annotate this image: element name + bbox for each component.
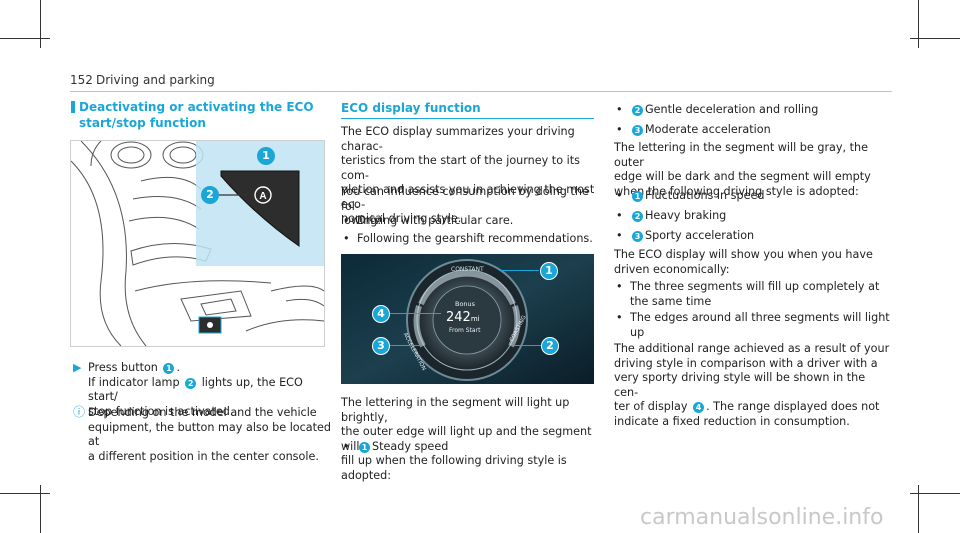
paragraph: The ECO display summarizes your driving … [341, 125, 595, 225]
running-header: Driving and parking [96, 73, 215, 87]
section-marker [71, 101, 75, 113]
ref-badge: 3 [632, 231, 643, 242]
list-item: • The three segments will fill up comple… [616, 280, 880, 308]
crop-mark [40, 0, 41, 48]
display-bonus-label: Bonus [455, 300, 476, 308]
step-arrow-icon: ▶ [73, 361, 82, 374]
paragraph: You can influence consumption by doing t… [341, 185, 589, 227]
console-drawing: A [71, 141, 324, 346]
display-top-label: CONSTANT [451, 266, 484, 273]
list-item: •Driving with particular care. [343, 214, 514, 227]
section-title: ECO display function [341, 101, 481, 115]
step-press-button: ▶ Press button 1. If indicator lamp 2 li… [73, 361, 303, 418]
watermark: carmanualsonline.info [640, 505, 884, 530]
paragraph: The lettering in the segment will light … [341, 396, 592, 482]
info-icon: ⓘ [73, 405, 86, 419]
list-item: • The edges around all three segments wi… [616, 311, 890, 339]
center-console-illustration: A 1 2 [70, 140, 325, 347]
location-note: ⓘ Depending on the model and the vehicle… [73, 405, 332, 463]
crop-mark [0, 493, 50, 494]
header-rule [70, 91, 892, 92]
display-range-value: 242mi [446, 310, 480, 325]
paragraph: The lettering in the segment will be gra… [614, 141, 871, 198]
callout-4: 4 [372, 305, 390, 323]
section-rule [341, 118, 594, 119]
crop-mark [910, 38, 960, 39]
leader-line [499, 270, 539, 271]
callout-3: 3 [372, 337, 390, 355]
ref-badge: 3 [632, 125, 643, 136]
crop-mark [918, 0, 919, 48]
ref-badge: 1 [163, 363, 175, 374]
paragraph: The additional range achieved as a resul… [614, 342, 890, 428]
callout-2: 2 [201, 186, 219, 204]
ref-badge: 2 [632, 105, 643, 116]
section-title: Deactivating or activating the ECO start… [79, 100, 314, 130]
ref-badge: 4 [693, 402, 705, 413]
ref-badge: 2 [185, 377, 197, 389]
paragraph: The ECO display will show you when you h… [614, 248, 873, 276]
crop-mark [0, 38, 50, 39]
page-number: 152 [70, 73, 93, 87]
callout-1: 1 [540, 262, 558, 280]
callout-2: 2 [541, 337, 559, 355]
ref-badge: 2 [632, 211, 643, 222]
eco-display-illustration: CONSTANT Bonus 242mi From Start ACCELERA… [341, 254, 594, 384]
leader-line [389, 313, 441, 314]
leader-line [513, 345, 541, 346]
leader-line [389, 345, 421, 346]
display-from-label: From Start [449, 327, 481, 334]
callout-1: 1 [257, 147, 275, 165]
list-item: •Following the gearshift recommendations… [343, 232, 593, 245]
ref-badge: 1 [359, 442, 370, 453]
ref-badge: 1 [632, 191, 643, 202]
crop-mark [918, 485, 919, 533]
crop-mark [910, 493, 960, 494]
crop-mark [40, 485, 41, 533]
svg-text:A: A [259, 191, 266, 202]
